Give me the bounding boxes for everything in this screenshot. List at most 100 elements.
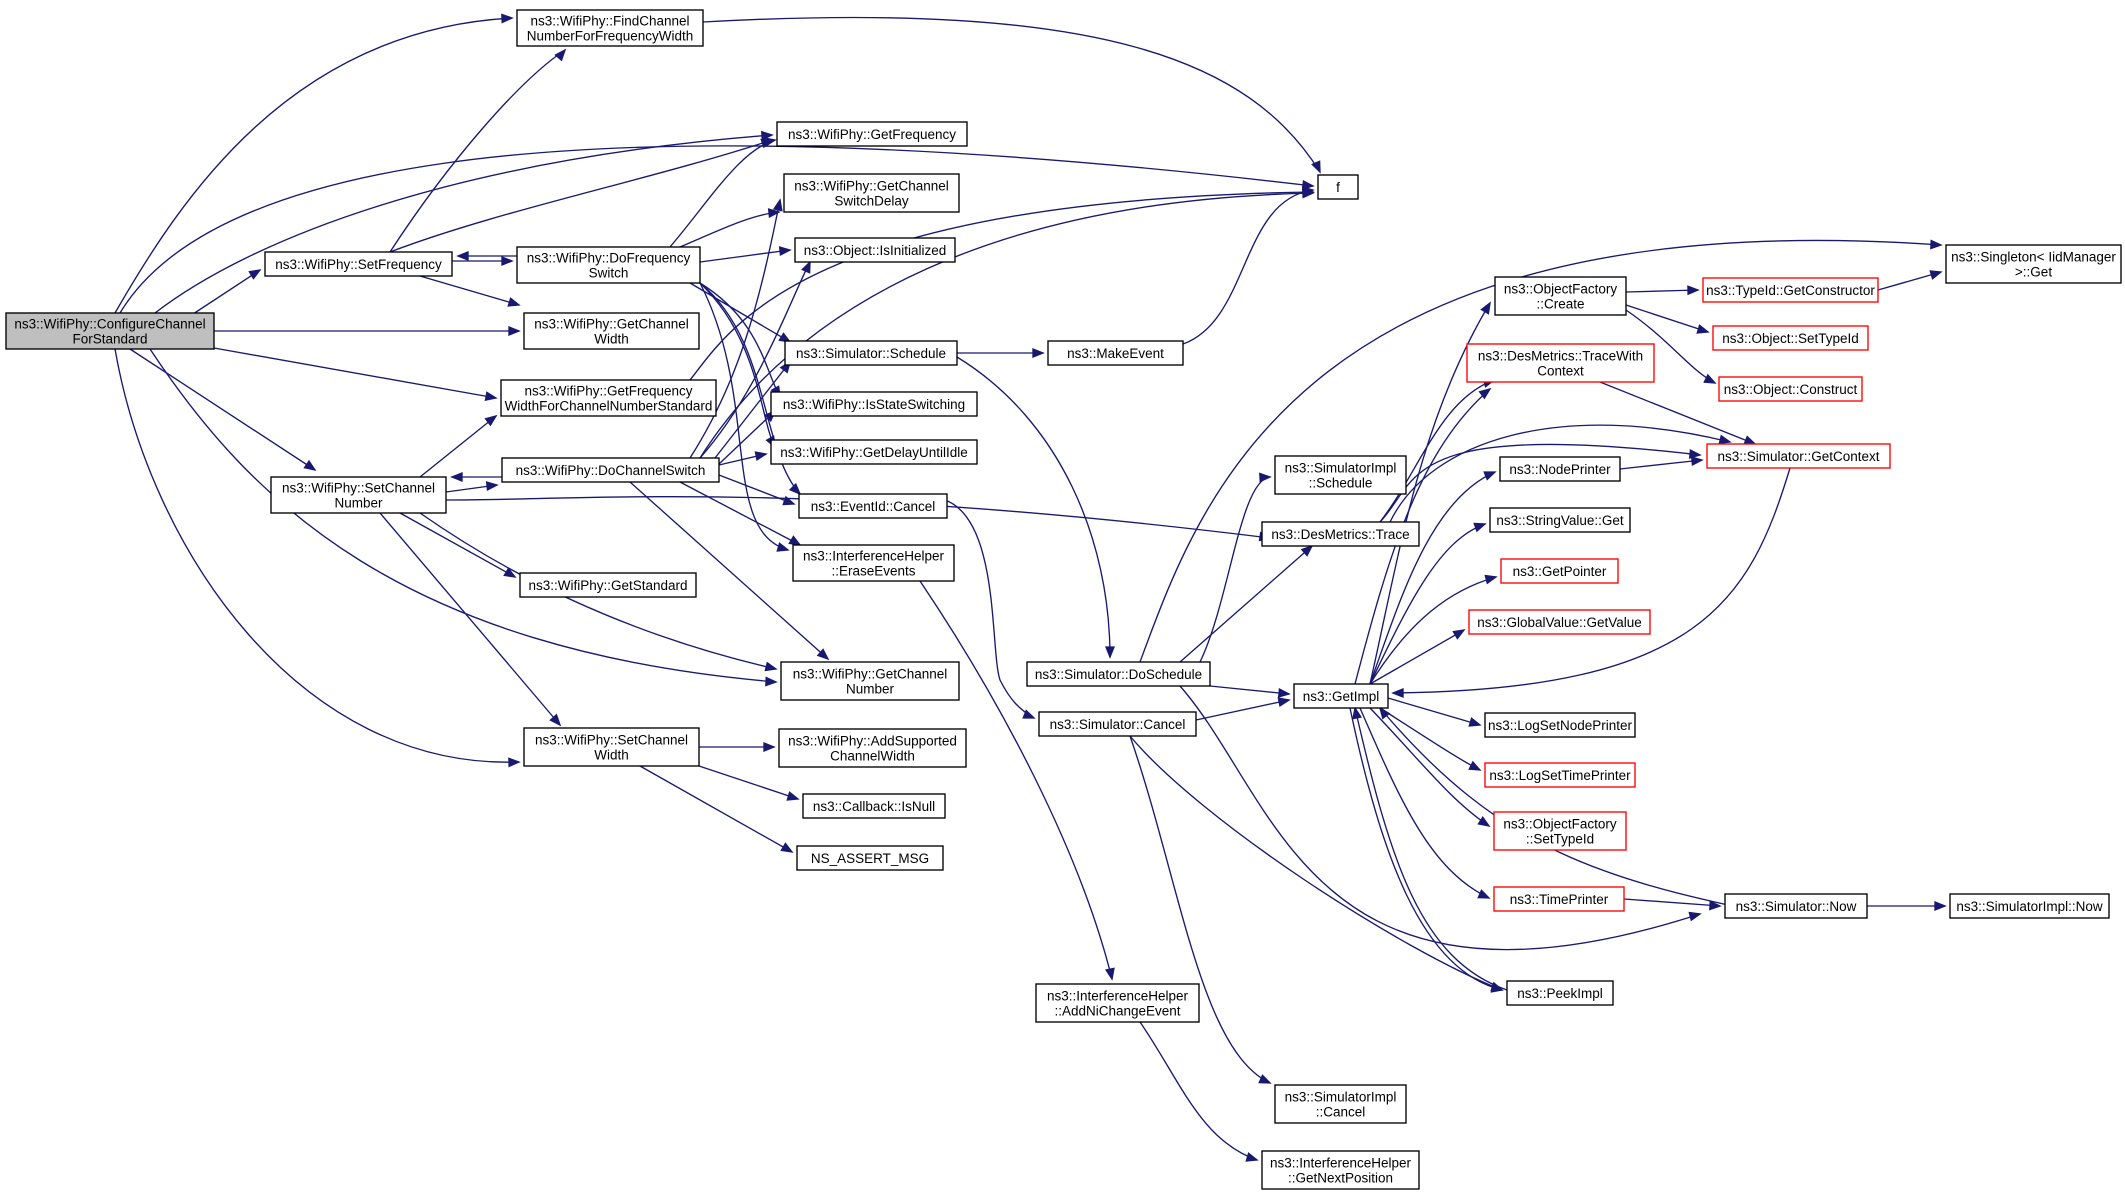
edge-line (114, 348, 520, 763)
call-edge (1354, 387, 1492, 685)
arrow-head-icon (1483, 471, 1497, 481)
node-addni[interactable]: ns3::InterferenceHelper::AddNiChangeEven… (1035, 983, 1200, 1023)
node-isstatesw[interactable]: ns3::WifiPhy::IsStateSwitching (770, 391, 978, 417)
arrow-head-icon (1245, 1152, 1259, 1162)
call-edge (639, 765, 794, 853)
node-isinit[interactable]: ns3::Object::IsInitialized (794, 237, 956, 263)
node-box (1038, 711, 1197, 737)
arrow-head-icon (1478, 387, 1492, 400)
call-edge (1129, 735, 1504, 992)
node-schedule[interactable]: ns3::Simulator::Schedule (784, 340, 958, 366)
node-label: ns3::WifiPhy::GetFrequency (524, 384, 692, 399)
call-edge (1389, 424, 1732, 523)
node-simcancel[interactable]: ns3::Simulator::Cancel (1038, 711, 1197, 737)
node-label: ns3::SimulatorImpl (1285, 1090, 1397, 1105)
node-evcancel[interactable]: ns3::EventId::Cancel (798, 493, 948, 519)
node-getpointer[interactable]: ns3::GetPointer (1500, 558, 1619, 584)
node-lognode[interactable]: ns3::LogSetNodePrinter (1484, 712, 1636, 738)
node-simnow[interactable]: ns3::Simulator::Now (1724, 893, 1868, 919)
node-findchan[interactable]: ns3::WifiPhy::FindChannelNumberForFreque… (516, 9, 704, 47)
node-box (783, 173, 960, 213)
call-edge (419, 414, 498, 478)
node-setfreq[interactable]: ns3::WifiPhy::SetFrequency (264, 251, 453, 277)
node-logtime[interactable]: ns3::LogSetTimePrinter (1484, 762, 1636, 788)
node-label: ns3::InterferenceHelper (1047, 989, 1189, 1004)
node-objsettid[interactable]: ns3::Object::SetTypeId (1712, 325, 1869, 351)
arrow-head-icon (1468, 760, 1482, 771)
node-singleton[interactable]: ns3::Singleton< IidManager>::Get (1945, 244, 2122, 284)
edge-line (1129, 735, 1271, 1084)
edge-line (1369, 707, 1490, 827)
arrow-head-icon (1477, 816, 1491, 827)
node-box (798, 493, 948, 519)
edge-line (629, 481, 829, 660)
node-objcreate[interactable]: ns3::ObjectFactory::Create (1494, 276, 1627, 316)
node-erase[interactable]: ns3::InterferenceHelper::EraseEvents (792, 544, 955, 582)
node-getdelay[interactable]: ns3::WifiPhy::GetDelayUntilIdle (770, 439, 978, 465)
node-dochsw[interactable]: ns3::WifiPhy::DoChannelSwitch (501, 457, 720, 483)
node-makeevent[interactable]: ns3::MakeEvent (1047, 340, 1184, 366)
edge-line (679, 481, 801, 546)
edge-line (389, 139, 773, 253)
call-edge (1182, 186, 1315, 345)
node-assert[interactable]: NS_ASSERT_MSG (796, 845, 944, 871)
call-edges (114, 13, 1947, 1162)
node-box (794, 237, 956, 263)
call-edge (689, 198, 783, 459)
node-nodeprinter[interactable]: ns3::NodePrinter (1499, 456, 1621, 482)
arrow-head-icon (754, 451, 768, 461)
node-box (264, 251, 453, 277)
node-getstd[interactable]: ns3::WifiPhy::GetStandard (519, 572, 697, 598)
node-settypeid2[interactable]: ns3::ObjectFactory::SetTypeId (1493, 811, 1627, 851)
call-edge (1867, 901, 1947, 911)
edge-line (154, 134, 773, 314)
edge-line (419, 275, 520, 306)
node-getnextpos[interactable]: ns3::InterferenceHelper::GetNextPosition (1261, 1150, 1420, 1190)
node-getcontext[interactable]: ns3::Simulator::GetContext (1706, 443, 1891, 469)
call-edge (419, 275, 521, 307)
node-doschedule[interactable]: ns3::Simulator::DoSchedule (1026, 661, 1211, 687)
node-getfreq[interactable]: ns3::WifiPhy::GetFrequency (776, 121, 968, 147)
node-label: ns3::ObjectFactory (1503, 817, 1617, 832)
node-label: ns3::EventId::Cancel (811, 499, 936, 514)
node-implnow[interactable]: ns3::SimulatorImpl::Now (1949, 893, 2110, 919)
node-label: ns3::ObjectFactory (1504, 282, 1618, 297)
node-destrace[interactable]: ns3::DesMetrics::Trace (1261, 521, 1420, 547)
node-strget[interactable]: ns3::StringValue::Get (1489, 507, 1631, 533)
node-f[interactable]: f (1317, 174, 1359, 200)
node-label: ChannelWidth (830, 749, 915, 764)
node-peekimpl[interactable]: ns3::PeekImpl (1506, 980, 1614, 1006)
edge-line (1625, 289, 1699, 293)
node-objconstruct[interactable]: ns3::Object::Construct (1718, 376, 1863, 402)
node-implcancel[interactable]: ns3::SimulatorImpl::Cancel (1274, 1084, 1407, 1124)
edge-line (1182, 189, 1314, 345)
node-label: ns3::WifiPhy::GetChannel (794, 179, 949, 194)
call-edge (956, 356, 1115, 659)
node-getctor[interactable]: ns3::TypeId::GetConstructor (1702, 277, 1879, 303)
node-configure[interactable]: ns3::WifiPhy::ConfigureChannelForStandar… (5, 312, 215, 350)
call-edge (1877, 270, 1943, 291)
arrow-head-icon (554, 48, 567, 62)
node-getfreqwidth[interactable]: ns3::WifiPhy::GetFrequencyWidthForChanne… (500, 379, 717, 417)
node-getimpl[interactable]: ns3::GetImpl (1293, 683, 1389, 709)
arrow-head-icon (1022, 709, 1036, 719)
node-implschedule[interactable]: ns3::SimulatorImpl::Schedule (1274, 455, 1407, 495)
node-box (1293, 683, 1389, 709)
call-edge (1349, 707, 1504, 993)
call-edge (689, 187, 1315, 381)
node-gvget[interactable]: ns3::GlobalValue::GetValue (1468, 609, 1651, 635)
node-timeprinter[interactable]: ns3::TimePrinter (1493, 886, 1625, 912)
node-isnull[interactable]: ns3::Callback::IsNull (802, 793, 946, 819)
node-box (1706, 443, 1891, 469)
edge-line (718, 410, 776, 465)
arrow-head-icon (1300, 544, 1314, 557)
node-label: ns3::WifiPhy::FindChannel (530, 14, 689, 29)
